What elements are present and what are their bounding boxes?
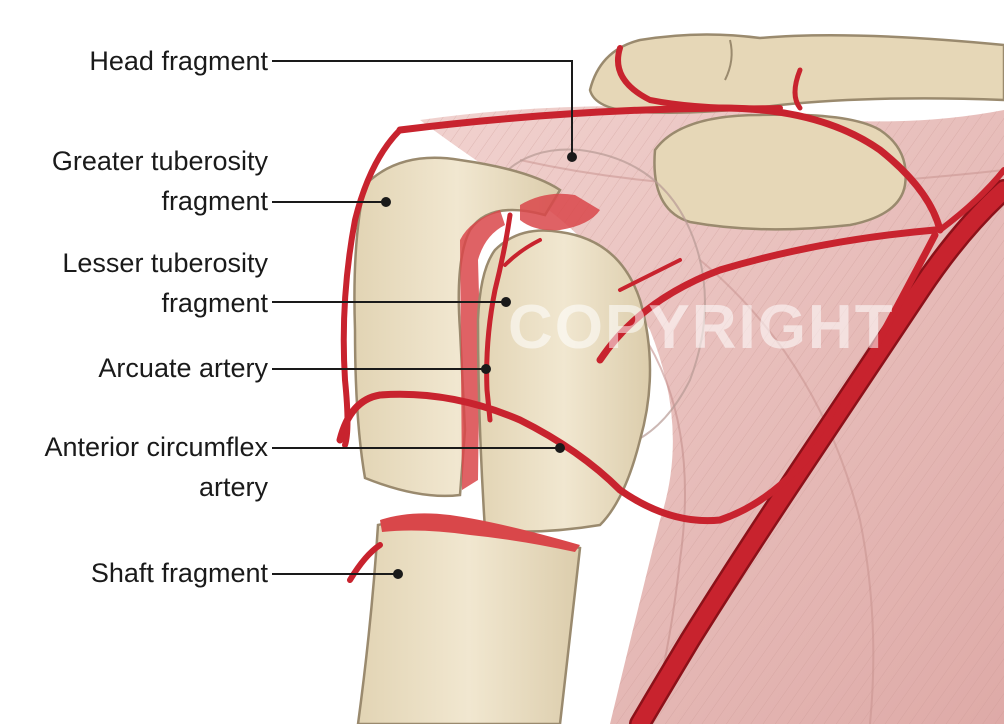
label-head-fragment: Head fragment: [89, 41, 268, 81]
label-shaft-fragment-line-1: Shaft fragment: [90, 558, 268, 588]
anterior-circumflex-artery: [596, 226, 939, 364]
arteries: [336, 45, 1004, 724]
label-arcuate-artery: Arcuate artery: [98, 348, 268, 388]
label-greater-tuberosity-line-1: Greater tuberosity: [51, 146, 268, 176]
greater-tuberosity-fragment: [353, 156, 562, 498]
label-arcuate-artery-line-1: Arcuate artery: [98, 353, 268, 383]
label-greater-tuberosity: Greater tuberosity fragment: [52, 141, 268, 221]
label-lesser-tuberosity-line-1: Lesser tuberosity: [62, 248, 268, 278]
head-fragment: [489, 148, 706, 451]
watermark-text: COPYRIGHT: [508, 293, 895, 362]
leader-lines: [272, 60, 577, 579]
label-head-fragment-line-1: Head fragment: [89, 46, 268, 76]
lesser-tuberosity-fragment: [476, 193, 652, 533]
label-lesser-tuberosity: Lesser tuberosity fragment: [62, 243, 268, 323]
shaft-fragment: [356, 513, 582, 724]
label-lesser-tuberosity-line-2: fragment: [161, 288, 268, 318]
acromion: [653, 113, 907, 231]
label-anterior-circumflex-line-1: Anterior circumflex: [44, 432, 268, 462]
label-greater-tuberosity-line-2: fragment: [161, 186, 268, 216]
label-anterior-circumflex-line-2: artery: [198, 472, 268, 502]
label-anterior-circumflex: Anterior circumflex artery: [44, 427, 268, 507]
leader-head-fragment: [272, 60, 573, 157]
label-shaft-fragment: Shaft fragment: [91, 553, 268, 593]
